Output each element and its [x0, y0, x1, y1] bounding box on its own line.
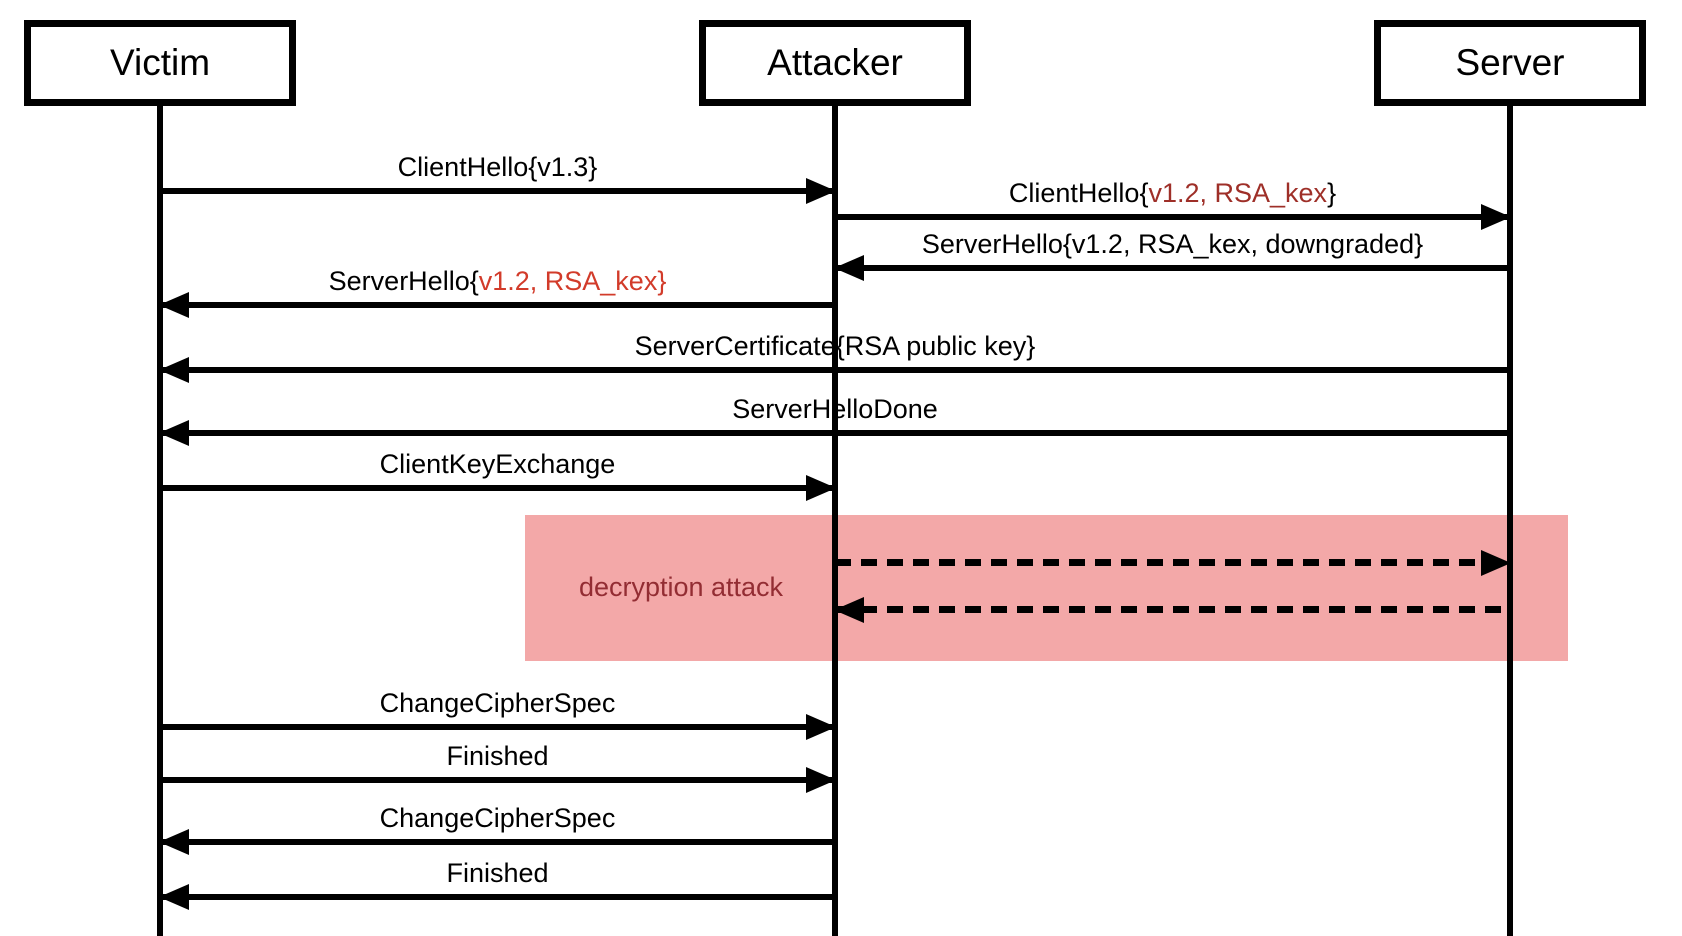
message-label: Finished: [446, 741, 549, 771]
arrowhead-right: [806, 714, 836, 740]
message-label: ClientHello{v1.3}: [397, 152, 598, 182]
attack-probe-arrow-to-attacker: [834, 565, 1510, 623]
arrowhead-right: [806, 475, 836, 501]
attack-label: decryption attack: [578, 572, 784, 602]
arrowhead-right: [1481, 550, 1511, 576]
arrowhead-left: [834, 597, 864, 623]
attack-highlight-region: [525, 515, 1568, 661]
message-label: ServerHello{v1.2, RSA_kex}: [328, 266, 667, 296]
actor-box-attacker: Attacker: [699, 20, 971, 106]
arrowhead-right: [1481, 204, 1511, 230]
arrow-line: [160, 777, 835, 783]
lifeline-attacker: [832, 100, 838, 936]
arrowhead-left: [834, 255, 864, 281]
arrow-line: [160, 485, 835, 491]
lifeline-server: [1507, 100, 1513, 936]
actor-label-victim: Victim: [109, 42, 211, 83]
dashed-arrow-line: [835, 606, 1510, 613]
message-label: ChangeCipherSpec: [379, 688, 616, 718]
arrowhead-left: [159, 884, 189, 910]
arrowhead-left: [159, 420, 189, 446]
message-label: ChangeCipherSpec: [379, 803, 616, 833]
message-serverhellodone: ServerHelloDone: [159, 388, 1510, 446]
arrowhead-left: [159, 829, 189, 855]
message-label: ClientKeyExchange: [379, 449, 616, 479]
arrowhead-right: [806, 178, 836, 204]
arrow-line: [160, 839, 835, 845]
arrow-line: [160, 302, 835, 308]
message-finished-attacker: Finished: [159, 852, 835, 910]
arrowhead-left: [159, 292, 189, 318]
arrow-line: [160, 188, 835, 194]
message-clienthello-v13: ClientHello{v1.3}: [160, 146, 836, 204]
attack-probe-arrow-to-server: [835, 518, 1511, 576]
message-label: ServerHelloDone: [732, 394, 938, 424]
dashed-arrow-line: [835, 559, 1510, 566]
actor-label-attacker: Attacker: [767, 42, 903, 83]
arrowhead-right: [806, 767, 836, 793]
message-label: ClientHello{v1.2, RSA_kex}: [1008, 178, 1337, 208]
message-label: ServerHello{v1.2, RSA_kex, downgraded}: [921, 229, 1424, 259]
message-clienthello-v12-rsa: ClientHello{v1.2, RSA_kex}: [835, 172, 1511, 230]
message-label: Finished: [446, 858, 549, 888]
actor-box-victim: Victim: [24, 20, 296, 106]
message-serverhello-downgraded: ServerHello{v1.2, RSA_kex, downgraded}: [834, 223, 1510, 281]
message-finished-victim: Finished: [160, 735, 836, 793]
message-changecipherspec-attacker: ChangeCipherSpec: [159, 797, 835, 855]
actor-label-server: Server: [1455, 42, 1565, 83]
arrow-line: [160, 724, 835, 730]
arrow-line: [160, 894, 835, 900]
arrow-line: [835, 214, 1510, 220]
message-label: ServerCertificate{RSA public key}: [634, 331, 1036, 361]
arrow-line: [835, 265, 1510, 271]
message-servercertificate: ServerCertificate{RSA public key}: [159, 325, 1510, 383]
arrow-line: [160, 430, 1510, 436]
message-changecipherspec-victim: ChangeCipherSpec: [160, 682, 836, 740]
lifeline-victim: [157, 100, 163, 936]
arrow-line: [160, 367, 1510, 373]
arrowhead-left: [159, 357, 189, 383]
actor-box-server: Server: [1374, 20, 1646, 106]
message-serverhello-v12-rsa: ServerHello{v1.2, RSA_kex}: [159, 260, 835, 318]
message-clientkeyexchange: ClientKeyExchange: [160, 443, 836, 501]
